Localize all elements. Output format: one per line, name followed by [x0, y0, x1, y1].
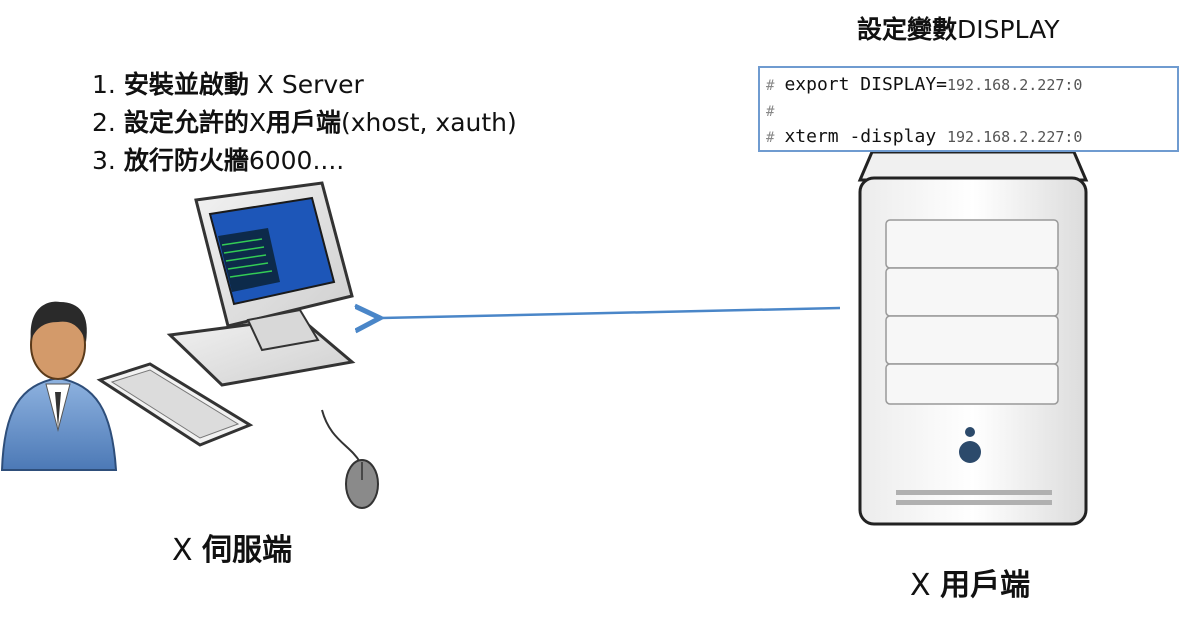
step-number: 3.	[92, 146, 124, 175]
user-person-icon	[0, 301, 118, 471]
command-text: xterm -display	[784, 126, 947, 147]
label-text: 伺服端	[202, 533, 293, 568]
step-text: 安裝並啟動	[123, 70, 249, 99]
label-text: 用戶端	[940, 568, 1031, 603]
comment-hash: #	[766, 130, 775, 146]
step-text: 6000....	[248, 146, 345, 175]
step-3: 3. 放行防火牆6000....	[92, 142, 517, 180]
title-text: 設定變數	[857, 15, 958, 44]
code-line-xterm: # xterm -display 192.168.2.227:0	[766, 126, 1082, 147]
server-label: X 伺服端	[172, 525, 292, 569]
step-text: 用戶端	[265, 108, 341, 137]
ip-text: 192.168.2.227:0	[947, 76, 1083, 94]
title-text: DISPLAY	[957, 15, 1060, 44]
code-line-export: # export DISPLAY=192.168.2.227:0	[766, 74, 1082, 95]
connection-arrow	[380, 308, 841, 318]
step-2: 2. 設定允許的X用戶端(xhost, xauth)	[92, 104, 517, 142]
step-text: (xhost, xauth)	[340, 108, 517, 137]
step-text: X Server	[248, 70, 364, 99]
server-computer-icon	[166, 181, 356, 387]
command-box: #export DISPLAY=192.168.2.227:0 # #xterm…	[758, 66, 1179, 152]
step-text: 設定允許的	[123, 108, 249, 137]
command-text: export DISPLAY=	[784, 74, 947, 95]
display-variable-title: 設定變數DISPLAY	[857, 10, 1060, 46]
step-text: X	[248, 108, 266, 137]
step-1: 1. 安裝並啟動 X Server	[92, 66, 517, 104]
ip-text: 192.168.2.227:0	[947, 128, 1083, 146]
comment-hash: #	[766, 78, 775, 94]
setup-steps: 1. 安裝並啟動 X Server 2. 設定允許的X用戶端(xhost, xa…	[92, 66, 517, 180]
comment-hash: #	[766, 104, 775, 120]
step-number: 1.	[92, 70, 124, 99]
code-line-blank: #	[766, 100, 784, 121]
label-text: X	[910, 568, 941, 603]
step-number: 2.	[92, 108, 124, 137]
client-tower-icon	[857, 150, 1089, 526]
keyboard-icon	[96, 362, 254, 447]
step-text: 放行防火牆	[123, 146, 249, 175]
client-label: X 用戶端	[910, 560, 1030, 604]
label-text: X	[172, 533, 203, 568]
mouse-icon	[321, 409, 379, 509]
